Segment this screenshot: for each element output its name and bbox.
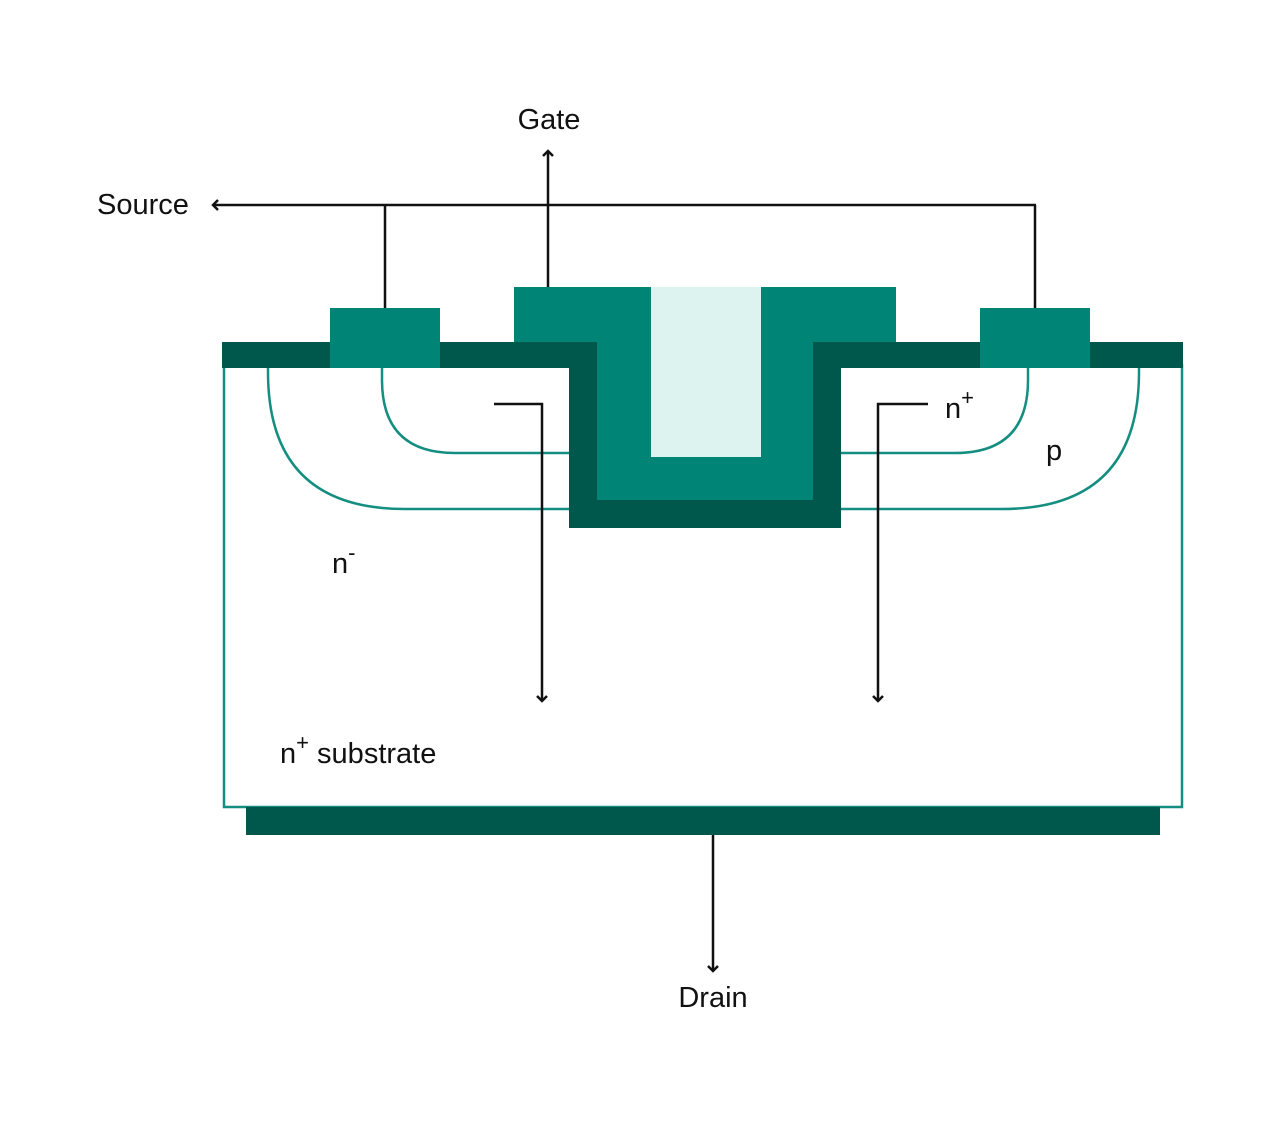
n-minus-label: n- [332,540,355,580]
substrate-label-sup: + [296,730,309,755]
n-minus-label-sup: - [348,540,355,565]
current-arrow-right [872,402,928,703]
drain-label: Drain [678,982,747,1014]
n-plus-label-sup: + [961,385,974,410]
n-plus-label-base: n [945,393,961,425]
substrate-label-text: substrate [309,738,436,770]
source-contact-right [980,308,1090,368]
current-arrow-left [494,402,548,703]
p-label: p [1046,435,1062,467]
n-plus-label: n+ [945,385,974,425]
drain-metal [246,807,1160,835]
source-label: Source [97,189,189,221]
substrate-label: n+ substrate [280,730,436,770]
gate-label: Gate [518,104,581,136]
source-contact-left [330,308,440,368]
substrate-label-base: n [280,738,296,770]
n-minus-label-base: n [332,548,348,580]
gate-core [651,287,761,457]
